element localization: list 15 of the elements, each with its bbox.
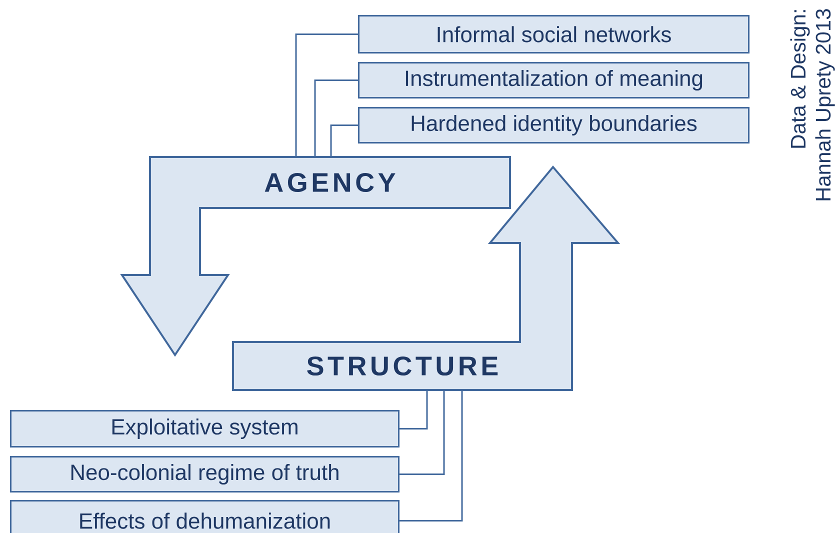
credit-text: Data & Design: xyxy=(790,10,810,148)
leader-line xyxy=(400,390,445,475)
text-box: Hardened identity boundaries xyxy=(358,107,750,144)
leader-line xyxy=(295,34,358,157)
leader-line xyxy=(400,390,428,430)
text-box: Effects of dehumanization xyxy=(10,500,400,533)
text-box: Exploitative system xyxy=(10,410,400,448)
leader-line xyxy=(400,390,463,522)
l-shaped-block: AGENCY xyxy=(120,156,511,357)
text-box: Instrumentalization of meaning xyxy=(358,62,750,98)
leader-line xyxy=(314,80,358,157)
leader-line xyxy=(330,124,358,157)
text-box: Informal social networks xyxy=(358,15,750,54)
credit-text: Hannah Uprety 2013 xyxy=(815,9,835,200)
text-box: Neo-colonial regime of truth xyxy=(10,456,400,492)
